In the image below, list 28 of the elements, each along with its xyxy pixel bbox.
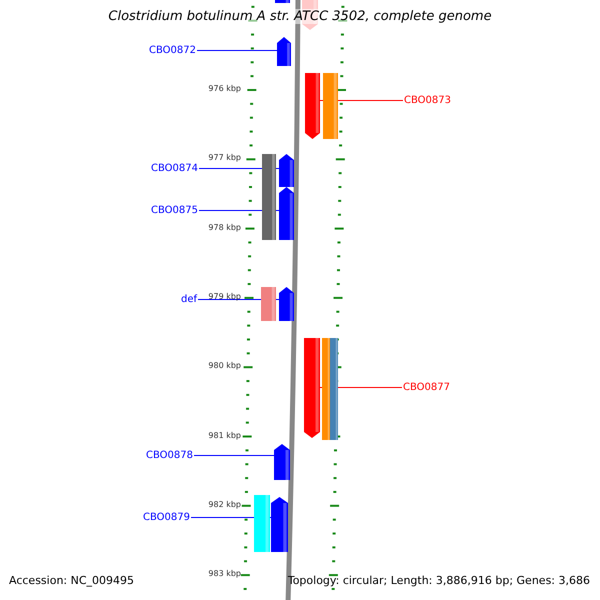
- gene-feature: [304, 338, 320, 438]
- gene-label: def: [180, 294, 197, 305]
- scale-label: 976 kbp: [208, 84, 241, 93]
- gene-label: CBO0872: [149, 45, 196, 56]
- scale-label: 981 kbp: [208, 430, 241, 440]
- gene-feature: [271, 497, 288, 552]
- gene-label: CBO0877: [403, 382, 450, 393]
- genome-info-text: Topology: circular; Length: 3,886,916 bp; Genes: 3,686: [288, 574, 590, 587]
- scale-label: 982 kbp: [208, 500, 241, 509]
- leader-line: [196, 50, 278, 51]
- gene-label: CBO0873: [404, 95, 451, 106]
- gene-feature: [277, 37, 291, 66]
- gene-feature: [274, 444, 290, 480]
- gene-feature: [279, 187, 294, 240]
- leader-line: [194, 455, 274, 456]
- scale-label: 977 kbp: [208, 153, 241, 162]
- gene-feature: [279, 287, 294, 321]
- gene-label: CBO0875: [151, 205, 198, 216]
- gene-label: CBO0874: [151, 163, 198, 174]
- gene-label: CBO0879: [143, 512, 190, 523]
- accession-text: Accession: NC_009495: [9, 574, 134, 587]
- scale-label: 978 kbp: [208, 222, 241, 232]
- gene-label: CBO0878: [146, 450, 193, 461]
- gene-feature: [279, 154, 294, 187]
- scale-label: 980 kbp: [208, 361, 241, 370]
- scale-label: 983 kbp: [208, 569, 241, 578]
- gene-feature: [305, 73, 320, 139]
- scale-label: 979 kbp: [208, 292, 241, 301]
